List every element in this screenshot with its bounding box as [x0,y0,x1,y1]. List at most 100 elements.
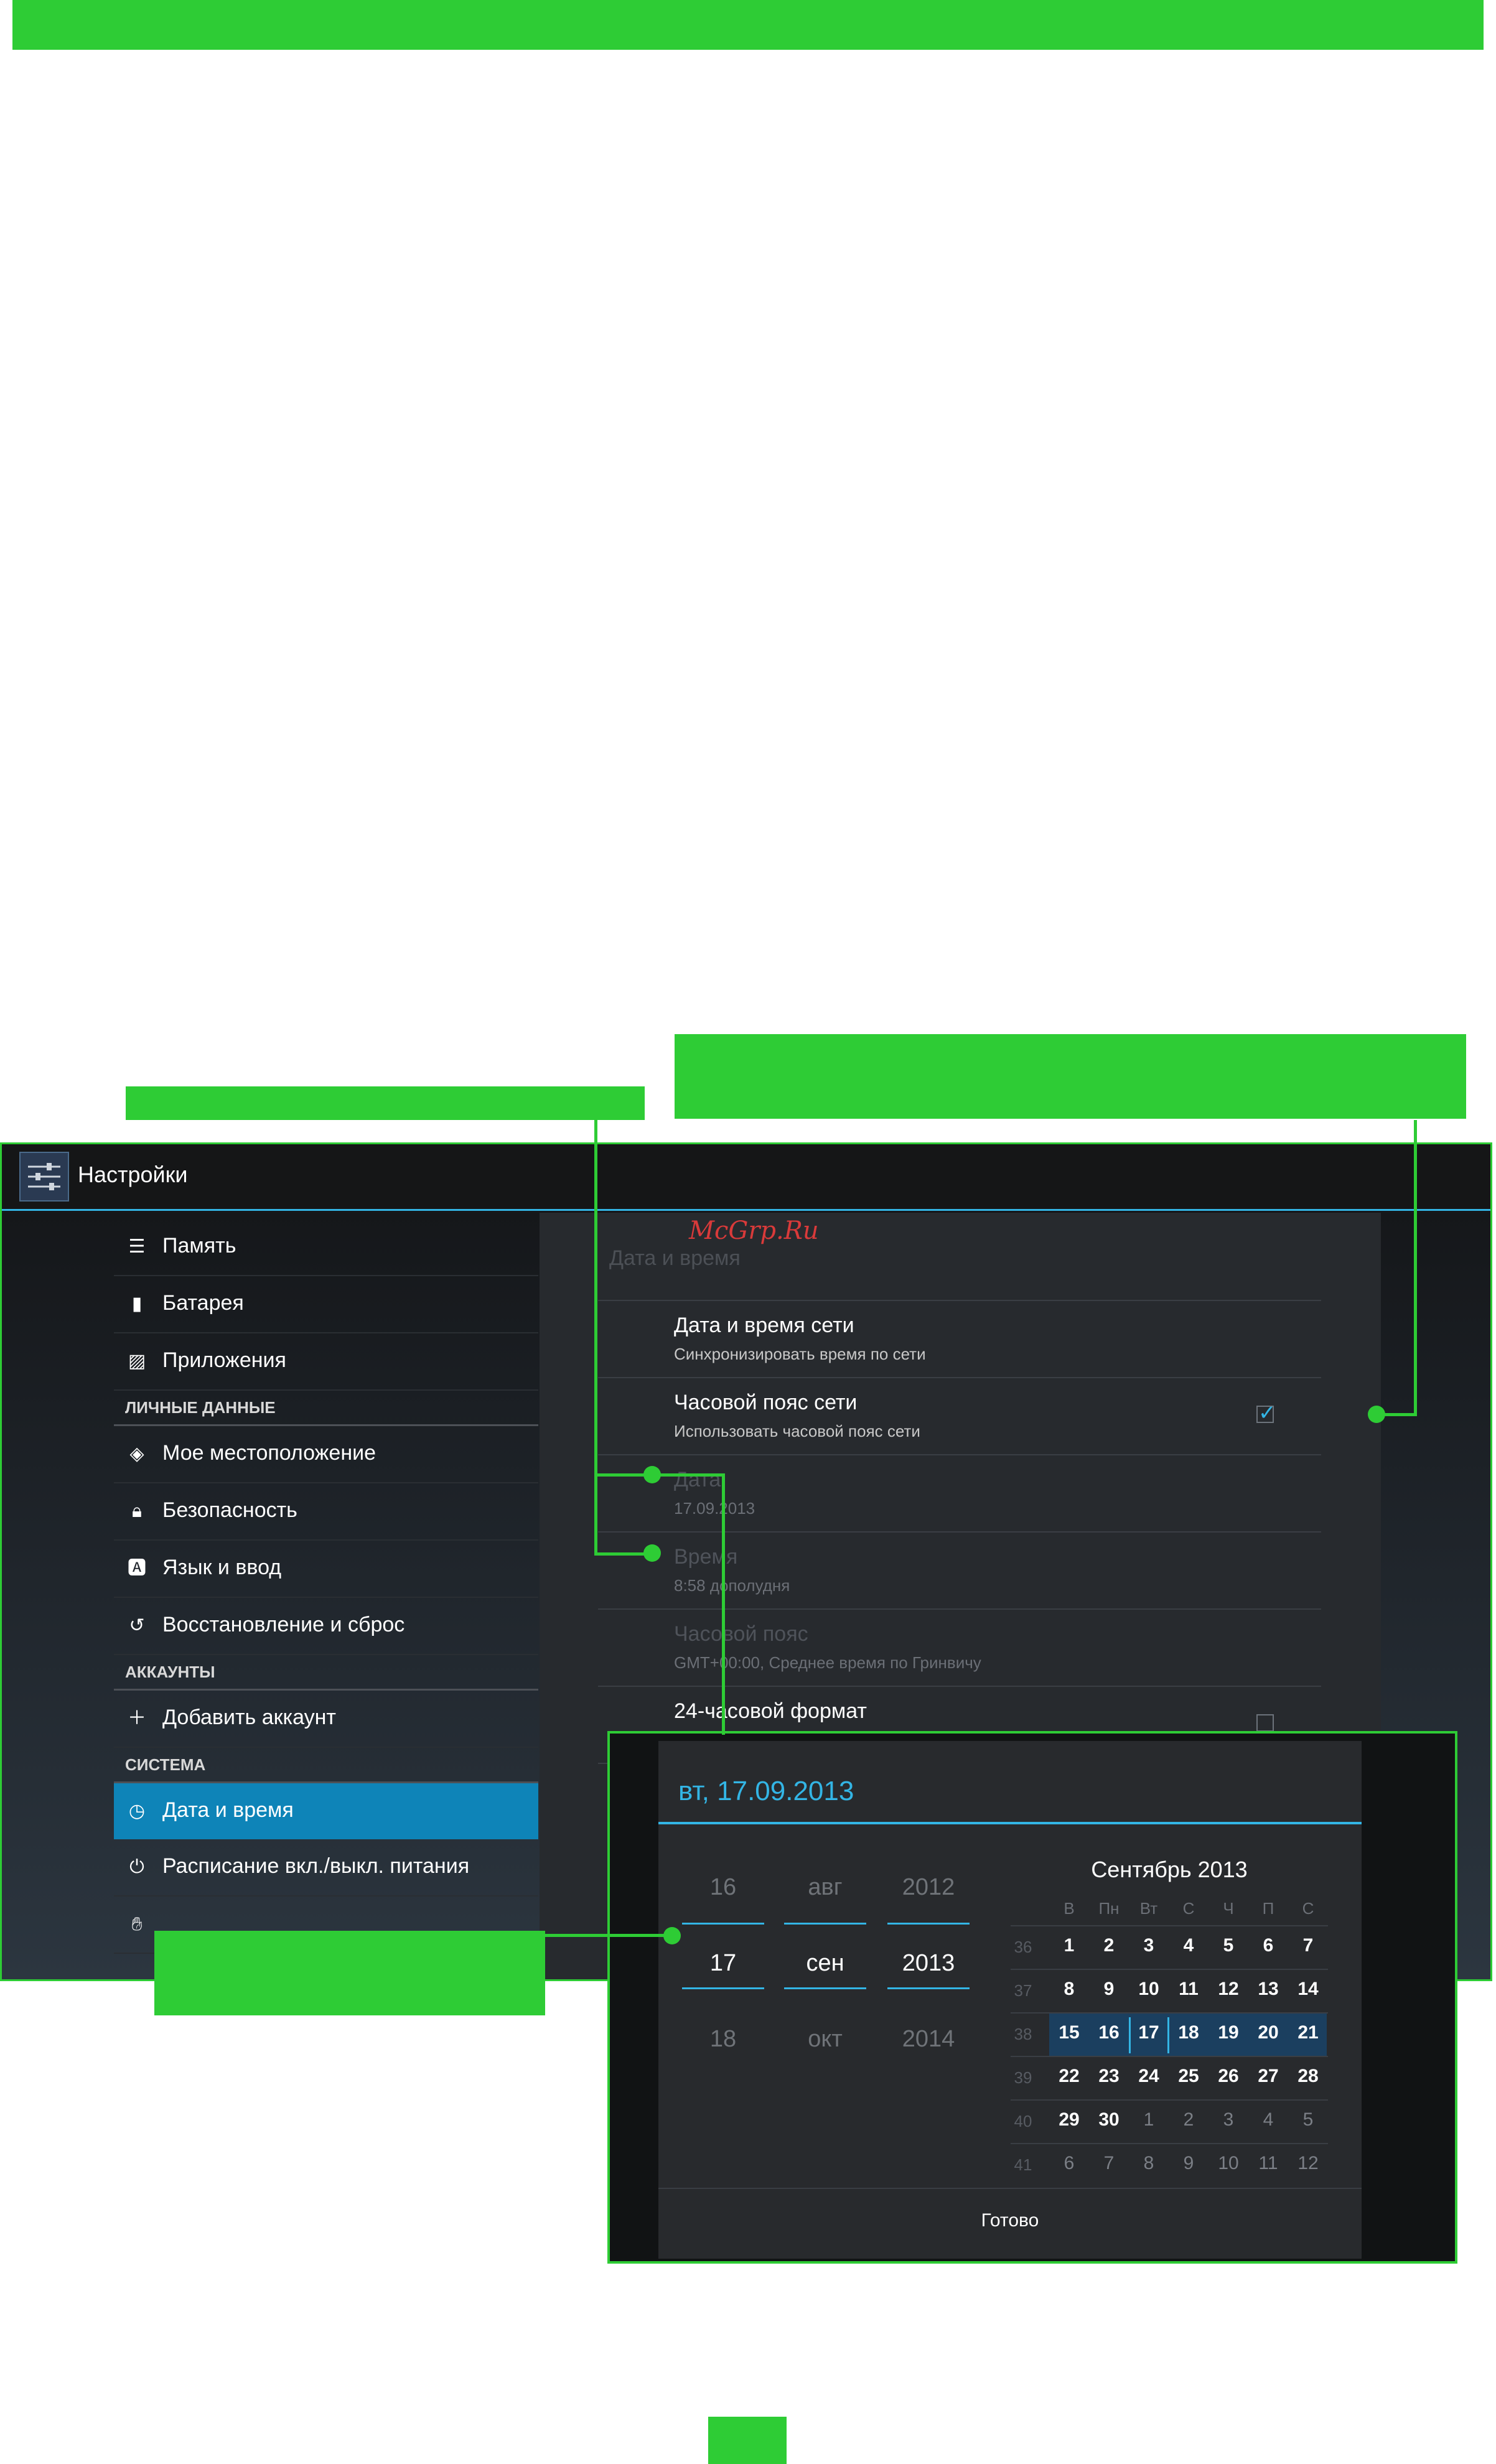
pref-auto-timezone[interactable]: Часовой пояс сети Использовать часовой п… [598,1378,1321,1455]
nav-item-backup-reset[interactable]: ↺ Восстановление и сброс [114,1598,538,1655]
year-spinner[interactable]: 2012 2013 2014 [887,1847,970,2096]
month-spinner[interactable]: авг сен окт [784,1847,866,2096]
year-current[interactable]: 2013 [902,1950,955,1976]
week-number: 40 [1014,2112,1032,2130]
week-number: 36 [1014,1938,1032,1956]
calendar-day[interactable]: 14 [1297,1979,1319,1999]
calendar-week-row: 38 15 16 17 18 19 20 21 [1011,2012,1328,2057]
pref-set-time[interactable]: Время 8:58 дополудня [598,1533,1321,1610]
calendar-day[interactable]: 11 [1258,2153,1278,2173]
calendar-day[interactable]: 8 [1143,2153,1154,2173]
calendar-day[interactable]: 15 [1059,2022,1080,2043]
weekday-header: С [1182,1899,1195,1918]
calendar-day[interactable]: 1 [1064,1935,1075,1956]
spinner-line [784,1987,866,1989]
calendar-day[interactable]: 3 [1223,2109,1234,2130]
calendar-day[interactable]: 28 [1297,2066,1319,2086]
calendar-day[interactable]: 1 [1143,2109,1154,2130]
24-hour-checkbox[interactable] [1256,1714,1274,1732]
calendar-day[interactable]: 27 [1258,2066,1279,2086]
nav-item-language[interactable]: 🅰︎ Язык и ввод [114,1541,538,1598]
calendar-day[interactable]: 4 [1183,1935,1194,1956]
year-prev[interactable]: 2012 [902,1874,955,1900]
calendar-day[interactable]: 7 [1103,2153,1115,2173]
callout-label-bottom [154,1931,545,2015]
calendar-day[interactable]: 10 [1218,2153,1239,2173]
year-next[interactable]: 2014 [902,2026,955,2052]
week-number: 41 [1014,2155,1032,2174]
weekday-header: Ч [1223,1899,1234,1918]
calendar-day[interactable]: 24 [1138,2066,1159,2086]
day-spinner[interactable]: 16 17 18 [682,1847,764,2096]
calendar-day[interactable]: 20 [1258,2022,1279,2043]
calendar-day[interactable]: 12 [1218,1979,1239,1999]
calendar-day[interactable]: 8 [1064,1979,1075,1999]
calendar-day[interactable]: 17 [1138,2022,1159,2043]
month-next[interactable]: окт [808,2026,843,2052]
pref-summary: Использовать часовой пояс сети [674,1422,920,1440]
day-prev[interactable]: 16 [709,1874,737,1900]
settings-app-icon[interactable] [19,1152,69,1202]
hand-icon: ✋︎ [131,1913,143,1935]
calendar-day[interactable]: 29 [1059,2109,1080,2130]
month-current[interactable]: сен [806,1950,844,1976]
day-current[interactable]: 17 [709,1950,737,1976]
calendar-day[interactable]: 10 [1138,1979,1159,1999]
callout-dot [643,1544,661,1562]
nav-item-add-account[interactable]: ＋ Добавить аккаунт [114,1691,538,1748]
auto-timezone-checkbox[interactable] [1256,1401,1276,1426]
calendar-day[interactable]: 19 [1218,2022,1239,2043]
calendar-day[interactable]: 16 [1098,2022,1120,2043]
calendar-day[interactable]: 30 [1098,2109,1120,2130]
apps-icon: ▨ [128,1350,146,1372]
section-label: ЛИЧНЫЕ ДАННЫЕ [125,1398,276,1417]
calendar-day[interactable]: 11 [1179,1979,1199,1999]
nav-label: Мое местоположение [162,1441,376,1465]
dialog-footer-divider [658,2188,1362,2189]
pref-timezone[interactable]: Часовой пояс GMT+00:00, Среднее время по… [598,1610,1321,1687]
done-button[interactable]: Готово [658,2189,1362,2259]
calendar-day[interactable]: 26 [1218,2066,1239,2086]
nav-item-apps[interactable]: ▨ Приложения [114,1333,538,1391]
calendar-day[interactable]: 12 [1297,2153,1319,2173]
nav-item-battery[interactable]: ▮ Батарея [114,1276,538,1333]
nav-item-location[interactable]: ◈ Мое местоположение [114,1426,538,1483]
pref-set-date[interactable]: Дата 17.09.2013 [598,1455,1321,1533]
calendar-day[interactable]: 9 [1183,2153,1194,2173]
weekday-header: П [1262,1899,1274,1918]
nav-item-power-schedule[interactable]: ⏻ Расписание вкл./выкл. питания [114,1839,538,1897]
calendar-day[interactable]: 2 [1183,2109,1194,2130]
nav-item-security[interactable]: 🔒︎ Безопасность [114,1483,538,1541]
week-number: 38 [1014,2025,1032,2043]
pref-auto-datetime[interactable]: Дата и время сети Синхронизировать время… [598,1301,1321,1378]
calendar-day[interactable]: 21 [1297,2022,1319,2043]
spinner-line [682,1987,764,1989]
nav-item-storage[interactable]: ☰ Память [114,1219,538,1276]
month-prev[interactable]: авг [808,1874,843,1900]
nav-item-date-time[interactable]: ◷ Дата и время [114,1783,538,1839]
pref-title: Дата [674,1468,721,1491]
calendar-day[interactable]: 9 [1103,1979,1115,1999]
calendar-day[interactable]: 13 [1258,1979,1279,1999]
dialog-title: вт, 17.09.2013 [678,1776,854,1806]
calendar-day[interactable]: 4 [1263,2109,1274,2130]
calendar-day[interactable]: 7 [1302,1935,1314,1956]
calendar-day[interactable]: 3 [1143,1935,1154,1956]
callout-dot [663,1927,681,1944]
calendar-day[interactable]: 5 [1302,2109,1314,2130]
done-label: Готово [981,2210,1039,2231]
calendar-day[interactable]: 6 [1064,2153,1075,2173]
calendar-day[interactable]: 6 [1263,1935,1274,1956]
day-next[interactable]: 18 [709,2026,737,2052]
spinner-line [887,1923,970,1925]
battery-icon: ▮ [131,1293,143,1315]
nav-label: Добавить аккаунт [162,1706,336,1729]
calendar-day[interactable]: 22 [1059,2066,1080,2086]
backup-restore-icon: ↺ [129,1615,145,1636]
calendar-day[interactable]: 23 [1098,2066,1120,2086]
calendar-day[interactable]: 18 [1178,2022,1199,2043]
calendar-day[interactable]: 5 [1223,1935,1234,1956]
calendar-day[interactable]: 25 [1178,2066,1199,2086]
calendar-day[interactable]: 2 [1103,1935,1115,1956]
spinner-line [887,1987,970,1989]
